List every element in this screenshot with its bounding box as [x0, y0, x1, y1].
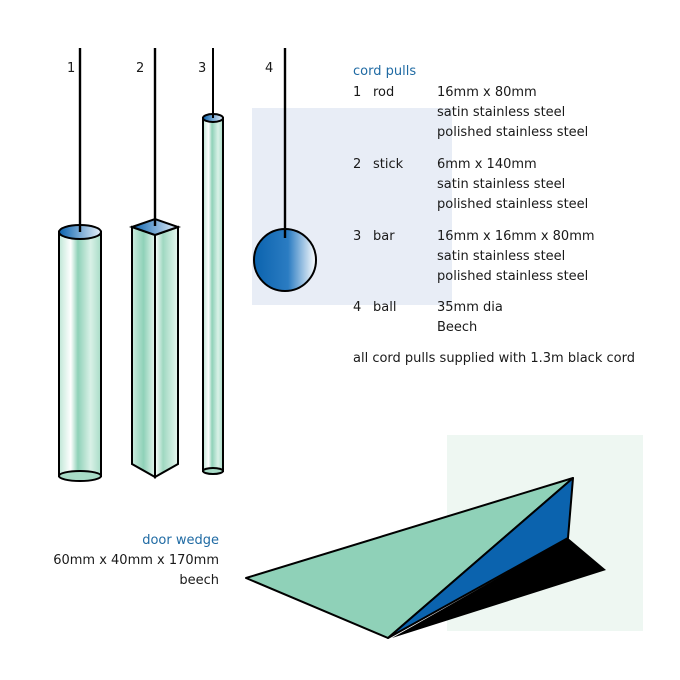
item-number-2: 2 [136, 61, 144, 76]
rod-cord-pull [58, 48, 102, 482]
item-number-4: 4 [265, 61, 273, 76]
item-number-3: 3 [198, 61, 206, 76]
square-bar-cord-pull [128, 48, 182, 479]
item-number-1: 1 [67, 61, 75, 76]
stick-cord-pull [202, 48, 224, 475]
ball-cord-pull [253, 48, 317, 292]
door-wedge-illustration [245, 477, 606, 639]
